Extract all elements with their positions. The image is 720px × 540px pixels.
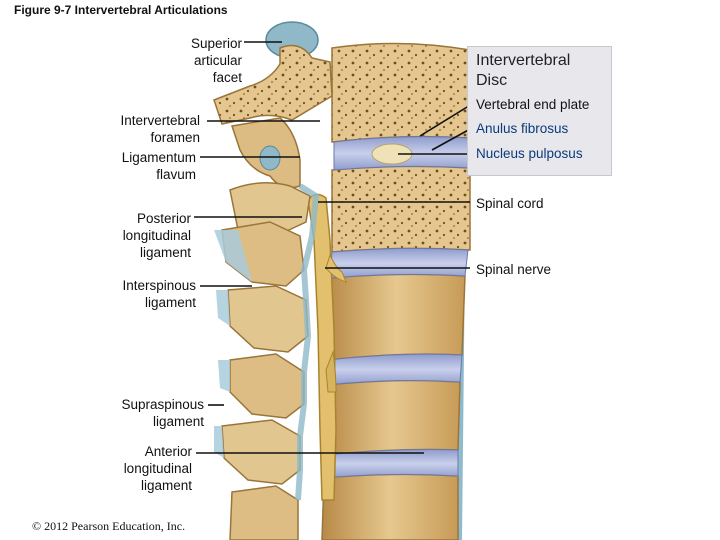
label-spinal-cord: Spinal cord xyxy=(476,196,544,211)
intervertebral-discs xyxy=(323,136,471,479)
label-vertebral-end-plate: Vertebral end plate xyxy=(476,97,590,112)
figure-title: Figure 9-7 Intervertebral Articulations xyxy=(14,3,228,17)
label-interspinous-ligament: Interspinous ligament xyxy=(122,278,196,310)
label-nucleus-pulposus: Nucleus pulposus xyxy=(476,146,583,161)
copyright-notice: © 2012 Pearson Education, Inc. xyxy=(32,519,186,533)
label-anulus-fibrosus: Anulus fibrosus xyxy=(476,121,569,136)
label-spinal-nerve: Spinal nerve xyxy=(476,262,552,277)
label-superior-articular-facet: Superior articular facet xyxy=(190,36,242,85)
label-ligamentum-flavum: Ligamentum flavum xyxy=(121,150,196,182)
posterior-elements xyxy=(213,21,333,540)
label-anterior-longitudinal-ligament: Anterior longitudinal ligament xyxy=(123,444,192,493)
disc-box-title: Intervertebral Disc xyxy=(476,52,571,89)
label-posterior-longitudinal-ligament: Posterior longitudinal ligament xyxy=(122,211,191,260)
label-intervertebral-foramen: Intervertebral foramen xyxy=(120,113,200,145)
intervertebral-disc-box: Intervertebral Disc Vertebral end plate … xyxy=(467,46,612,176)
label-supraspinous-ligament: Supraspinous ligament xyxy=(121,397,204,429)
leader-lines xyxy=(194,41,473,454)
